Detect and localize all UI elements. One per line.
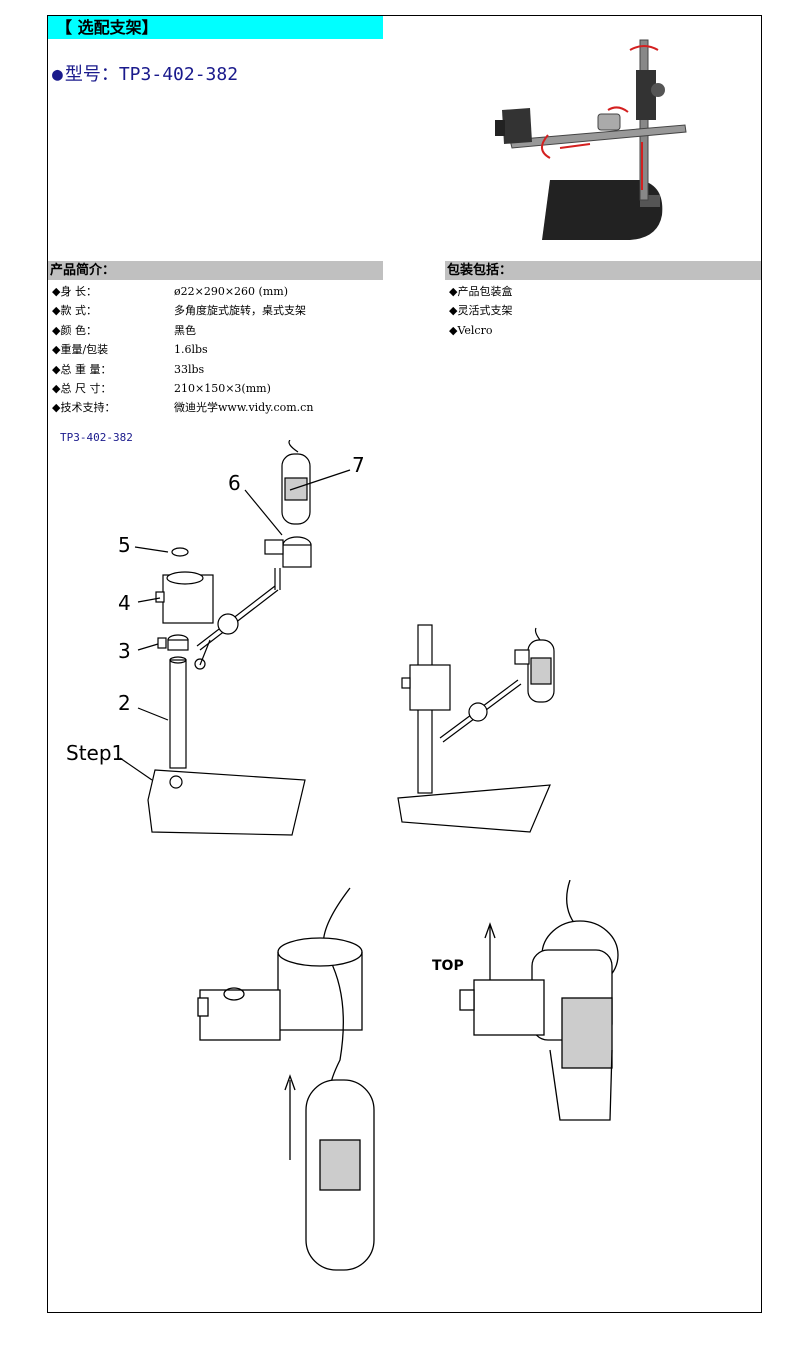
spec-row: ◆颜 色：黑色 (52, 324, 196, 337)
section-title: 【 选配支架】 (48, 16, 383, 39)
package-item: ◆产品包装盒 (449, 285, 513, 298)
assembly-diagram: 7 6 5 4 3 2 Step1 (66, 440, 365, 836)
part-number-6: 6 (228, 471, 241, 495)
package-heading: 包装包括： (445, 261, 761, 280)
model-label: 型号： (64, 64, 119, 85)
part-number-7: 7 (352, 453, 365, 477)
assembled-diagram (397, 624, 555, 833)
part-number-3: 3 (118, 639, 131, 663)
stand-photo (495, 39, 687, 240)
bullet-icon: ● (52, 64, 63, 85)
package-item: ◆Velcro (449, 324, 493, 337)
top-label: TOP (432, 958, 464, 974)
spec-row: ◆技术支持：微迪光学www.vidy.com.cn (52, 401, 314, 414)
part-number-2: 2 (118, 691, 131, 715)
spec-row: ◆款 式：多角度旋式旋转，桌式支架 (52, 304, 306, 317)
part-number-4: 4 (118, 591, 131, 615)
package-item: ◆灵活式支架 (449, 304, 513, 317)
step-label: Step1 (66, 741, 124, 765)
insert-detail-diagram (197, 887, 375, 1271)
spec-row: ◆身 长：ø22×290×260 (mm) (52, 285, 288, 298)
diagram-model-label: TP3-402-382 (60, 431, 133, 444)
rotation-arrows (541, 45, 659, 190)
spec-row: ◆总 尺 寸：210×150×3(mm) (52, 382, 271, 395)
page-frame (47, 15, 762, 1313)
intro-heading: 产品简介： (48, 261, 383, 280)
part-number-5: 5 (118, 533, 131, 557)
model-number: ●型号：TP3-402-382 (52, 60, 238, 86)
model-value: TP3-402-382 (118, 64, 239, 85)
installed-detail-diagram: TOP (432, 880, 619, 1121)
spec-row: ◆总 重 量：33lbs (52, 363, 205, 376)
